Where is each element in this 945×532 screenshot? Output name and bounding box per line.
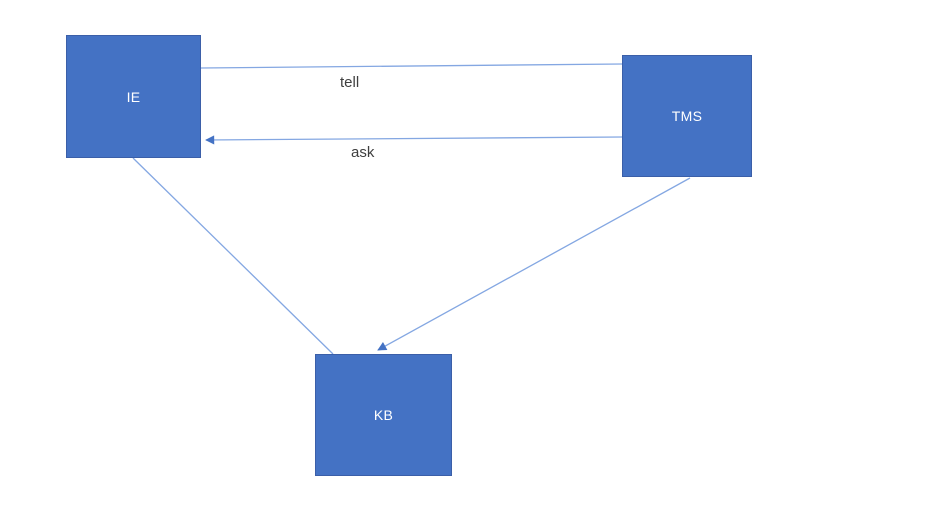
connector-ie-kb [132,157,334,355]
node-tms-label: TMS [671,108,703,124]
edge-label-tell: tell [340,74,360,91]
node-ie: IE [66,35,201,158]
connector-tell [200,63,623,69]
node-kb: KB [315,354,452,476]
connector-tms-kb [377,177,691,351]
connector-ask [205,135,623,145]
edge-label-ask: ask [351,144,375,161]
node-ie-label: IE [126,88,141,105]
node-tms: TMS [622,55,752,177]
node-kb-label: KB [373,407,394,423]
